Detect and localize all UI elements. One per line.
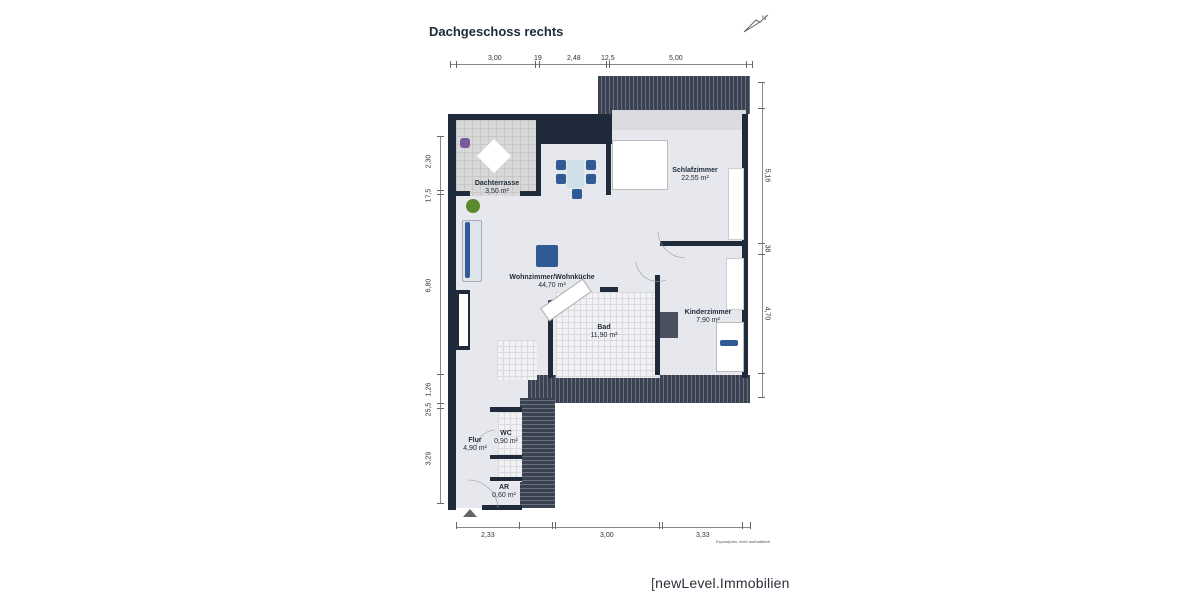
- roof-top: [598, 76, 750, 114]
- chair-5: [572, 189, 582, 199]
- chair-1: [556, 160, 566, 170]
- wall-bed-bottom: [660, 241, 746, 246]
- dim-top-4: 5,00: [669, 55, 683, 62]
- roof-bottom: [528, 375, 750, 403]
- wall-right: [742, 114, 748, 378]
- dim-right-0: 5,16: [763, 168, 771, 183]
- dim-bottom-1: 3,00: [600, 532, 614, 539]
- wardrobe: [728, 168, 744, 240]
- room-flur: Flur 4,90 m²: [463, 437, 487, 452]
- dim-top-3: 12,5: [601, 55, 615, 62]
- door-arcs: [467, 231, 686, 509]
- wall-top-mid: [536, 114, 612, 144]
- bed-master: [612, 140, 668, 190]
- wall-terrace-bottom2: [520, 191, 541, 196]
- dim-left-5: 3,29: [425, 451, 433, 466]
- bed-kid: [716, 322, 744, 372]
- wall-terrace-bottom: [456, 191, 470, 196]
- wall-wc-bottom: [490, 455, 522, 459]
- footer-note: Exposéplan, nicht maßstäblich: [716, 539, 771, 544]
- bath-floor: [556, 292, 660, 378]
- stairs: [497, 340, 537, 380]
- dim-left-1: 17,5: [425, 188, 433, 203]
- brand-logo: [newLevel.Immobilien: [651, 575, 790, 591]
- wall-bath-top: [600, 287, 618, 292]
- wall-left: [448, 114, 456, 510]
- desk: [660, 312, 678, 338]
- dim-top-0: 3,00: [488, 55, 502, 62]
- chair-4: [586, 174, 596, 184]
- dim-bottom-2: 3,33: [696, 532, 710, 539]
- dim-left-3: 1,26: [425, 382, 433, 397]
- plant-icon: [466, 199, 480, 213]
- armchair: [536, 245, 558, 267]
- dim-right-1: 38: [763, 244, 771, 253]
- room-ar: AR 0,60 m²: [492, 484, 516, 499]
- room-dachterrasse: Dachterrasse 3,50 m²: [474, 180, 520, 195]
- room-kinderzimmer: Kinderzimmer 7,90 m²: [684, 309, 732, 324]
- room-bad: Bad 11,90 m²: [590, 324, 618, 339]
- dim-left-2: 6,80: [425, 278, 433, 293]
- roof-stair: [520, 398, 555, 508]
- sofa-cushion: [465, 222, 470, 278]
- dining-table: [567, 160, 584, 188]
- logo-bracket: [: [651, 575, 656, 591]
- dim-bottom-0: 2,33: [481, 532, 495, 539]
- dim-top-1: 19: [534, 55, 542, 62]
- terrace-plant-icon: [460, 138, 470, 148]
- wall-bottom: [482, 505, 522, 510]
- dim-left-4: 25,5: [425, 402, 433, 417]
- room-wc: WC 0,90 m²: [494, 430, 518, 445]
- dim-top-2: 2,48: [567, 55, 581, 62]
- wall-bed-left: [606, 135, 611, 195]
- wall-wc-top: [490, 407, 522, 412]
- entrance-arrow-icon: [463, 509, 477, 517]
- roof-window-area: [612, 110, 746, 130]
- logo-text: newLevel.Immobilien: [655, 575, 790, 591]
- dim-left-0: 2,30: [425, 154, 433, 169]
- wall-kid-left: [655, 275, 660, 375]
- wall-terrace-right: [536, 120, 541, 196]
- dim-right-2: 4,70: [763, 306, 771, 321]
- kid-wardrobe: [726, 258, 744, 310]
- wc-floor: [498, 412, 522, 482]
- plan-title: Dachgeschoss rechts: [429, 24, 564, 39]
- north-arrow-icon: N: [743, 14, 769, 33]
- chair-2: [556, 174, 566, 184]
- wall-ar-top: [490, 477, 522, 481]
- room-wohnzimmer: Wohnzimmer/Wohnküche 44,70 m²: [509, 274, 595, 289]
- window-left: [459, 294, 468, 346]
- wall-top-left: [448, 114, 598, 120]
- room-schlafzimmer: Schlafzimmer 22,55 m²: [672, 167, 718, 182]
- chair-3: [586, 160, 596, 170]
- svg-text:N: N: [762, 16, 766, 22]
- kid-pillow: [720, 340, 738, 346]
